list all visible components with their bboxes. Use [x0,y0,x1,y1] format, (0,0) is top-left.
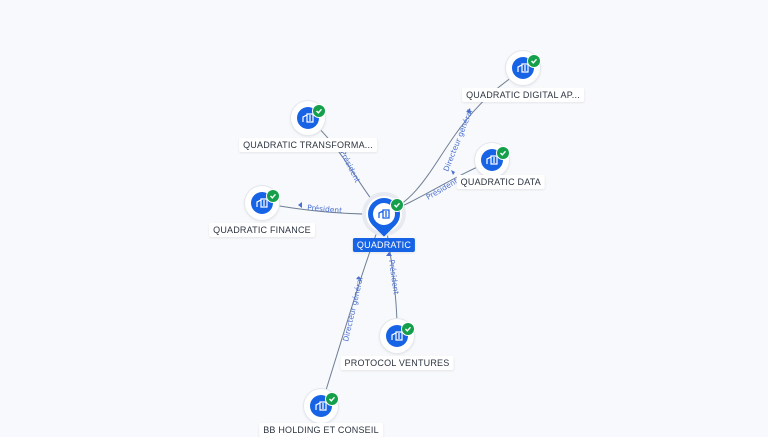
edge-label-protocol: Président [387,259,401,295]
edge-label-finance: Président [307,203,343,215]
verified-check-icon [325,392,339,406]
arrow-digital [466,108,471,113]
node-label[interactable]: QUADRATIC DIGITAL AP... [462,88,584,102]
verified-check-icon [401,322,415,336]
node-label[interactable]: QUADRATIC TRANSFORMA... [239,138,377,152]
arrow-finance [298,202,302,208]
arrow-data [451,170,455,175]
verified-check-icon [266,189,280,203]
node-label[interactable]: BB HOLDING ET CONSEIL [259,423,383,437]
arrow-bh [356,276,361,280]
verified-check-icon [527,54,541,68]
node-label[interactable]: QUADRATIC DATA [456,175,545,189]
node-label[interactable]: QUADRATIC FINANCE [209,223,315,237]
company-icon [373,203,395,225]
verified-check-icon [496,146,510,160]
verified-check-icon [312,104,326,118]
central-node-label[interactable]: QUADRATIC [352,238,416,252]
verified-check-icon [390,198,404,212]
edge-label-bh: Directeur général [341,276,365,342]
node-label[interactable]: PROTOCOL VENTURES [340,356,454,370]
edge-label-data: Président [425,176,460,201]
edge-label-transforma: Président [338,149,362,184]
arrow-protocol [386,252,392,256]
edge-label-digital: Directeur général [442,108,475,172]
